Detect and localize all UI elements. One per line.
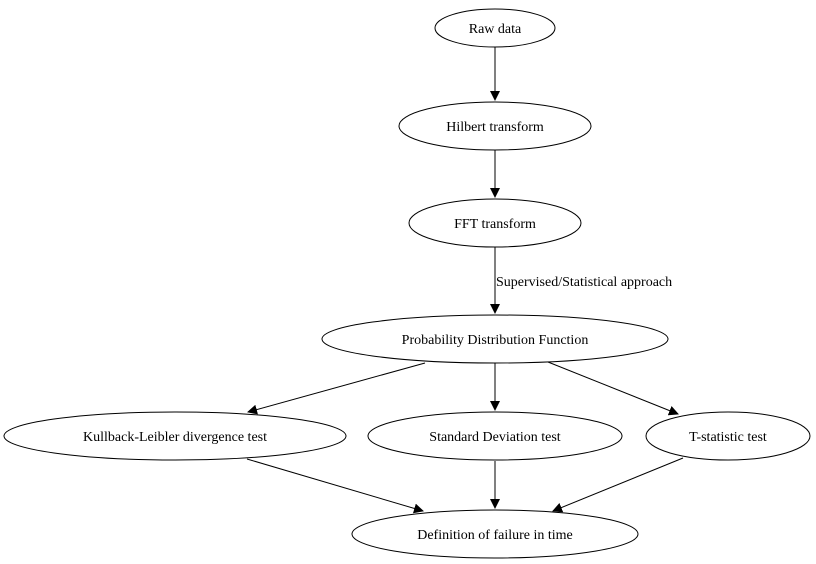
edge-ts-to-failure	[552, 457, 684, 513]
node-probability-distribution-function: Probability Distribution Function	[321, 314, 669, 364]
edge-label-supervised: Supervised/Statistical approach	[496, 275, 672, 290]
edge-kl-to-failure	[246, 458, 424, 514]
node-raw-data-label: Raw data	[469, 22, 522, 37]
node-standard-deviation-test-label: Standard Deviation test	[429, 430, 561, 445]
node-kullback-leibler-test: Kullback-Leibler divergence test	[3, 411, 347, 461]
edge-pdf-to-kl	[247, 362, 426, 415]
node-raw-data: Raw data	[434, 8, 556, 48]
node-definition-of-failure-label: Definition of failure in time	[417, 528, 573, 543]
node-kullback-leibler-test-label: Kullback-Leibler divergence test	[83, 430, 267, 445]
node-hilbert-transform-label: Hilbert transform	[446, 120, 544, 135]
node-definition-of-failure: Definition of failure in time	[351, 509, 639, 559]
node-t-statistic-test-label: T-statistic test	[689, 430, 767, 445]
node-t-statistic-test: T-statistic test	[645, 411, 811, 461]
node-fft-transform: FFT transform	[408, 198, 582, 248]
node-hilbert-transform: Hilbert transform	[398, 101, 592, 151]
node-probability-distribution-function-label: Probability Distribution Function	[402, 333, 589, 348]
edge-pdf-to-ts	[547, 361, 679, 416]
node-fft-transform-label: FFT transform	[454, 217, 536, 232]
node-standard-deviation-test: Standard Deviation test	[367, 411, 623, 461]
